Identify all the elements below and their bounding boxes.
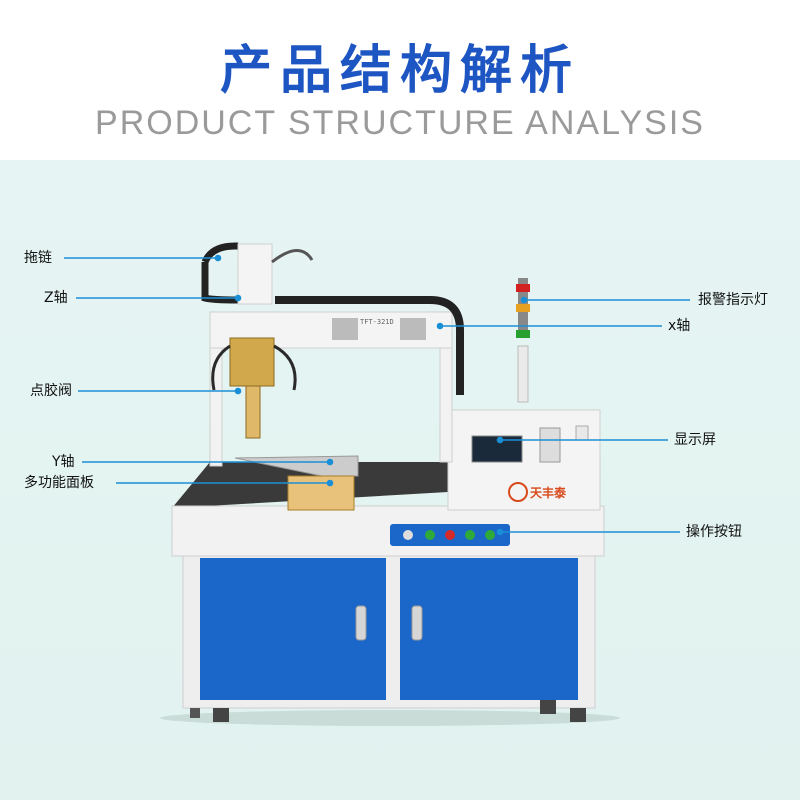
label-display: 显示屏: [674, 432, 716, 448]
callout-dot-z-axis: [234, 294, 242, 302]
tower-yellow: [516, 304, 530, 312]
dispensing-valve: [229, 337, 275, 387]
page-subtitle: PRODUCT STRUCTURE ANALYSIS: [95, 104, 705, 142]
feed-hose-2: [273, 344, 297, 391]
table-front-panel: [171, 505, 605, 557]
door-handle-left: [355, 605, 367, 641]
callout-dot-alarm: [520, 296, 528, 304]
drag-chain-x: [275, 296, 464, 395]
tower-pole: [517, 345, 529, 403]
header: 产品结构解析 PRODUCT STRUCTURE ANALYSIS: [0, 0, 800, 160]
callout-dot-panel: [326, 479, 334, 487]
foot: [190, 708, 200, 718]
tower-red: [516, 284, 530, 292]
label-glue-valve: 点胶阀: [30, 383, 72, 399]
label-alarm-light: 报警指示灯: [698, 292, 768, 308]
label-y-axis: Y轴: [52, 454, 75, 470]
cabinet-door-left: [200, 558, 386, 700]
feed-hose: [211, 344, 231, 391]
brand-logo: [508, 482, 528, 502]
gauge-button: [403, 530, 413, 540]
label-drag-chain: 拖链: [24, 250, 52, 266]
stop-button: [445, 530, 455, 540]
foot: [540, 700, 556, 714]
label-x-axis: x轴: [668, 318, 691, 334]
control-box: [447, 409, 601, 511]
callout-dot-y-axis: [326, 458, 334, 466]
socket: [575, 425, 589, 441]
qr-code-2: [400, 318, 426, 340]
multi-function-panel: [287, 475, 355, 511]
foot: [570, 708, 586, 722]
door-handle-right: [411, 605, 423, 641]
label-multi-panel: 多功能面板: [24, 475, 94, 491]
qr-code-1: [332, 318, 358, 340]
drag-chain-z: [201, 242, 239, 304]
brand-name-cn: 天丰泰: [530, 485, 567, 500]
start-button: [425, 530, 435, 540]
label-buttons: 操作按钮: [686, 524, 742, 540]
callout-dot-buttons: [496, 528, 504, 536]
green-button: [465, 530, 475, 540]
green-button-2: [485, 530, 495, 540]
model-label: TFT-321D: [360, 318, 394, 326]
page-title: 产品结构解析: [219, 41, 580, 101]
floor-shadow: [160, 710, 620, 726]
air-hose: [271, 249, 314, 264]
foot: [213, 708, 229, 722]
label-z-axis: Z轴: [44, 290, 68, 306]
valve-nozzle: [245, 385, 261, 439]
callout-dot-x-axis: [436, 322, 444, 330]
cabinet-door-right: [400, 558, 578, 700]
z-axis-carriage: [237, 243, 273, 305]
tower-green: [516, 330, 530, 338]
callout-dot-drag-chain: [214, 254, 222, 262]
callout-dot-valve: [234, 387, 242, 395]
timer-unit: [539, 427, 561, 463]
callout-dot-display: [496, 436, 504, 444]
